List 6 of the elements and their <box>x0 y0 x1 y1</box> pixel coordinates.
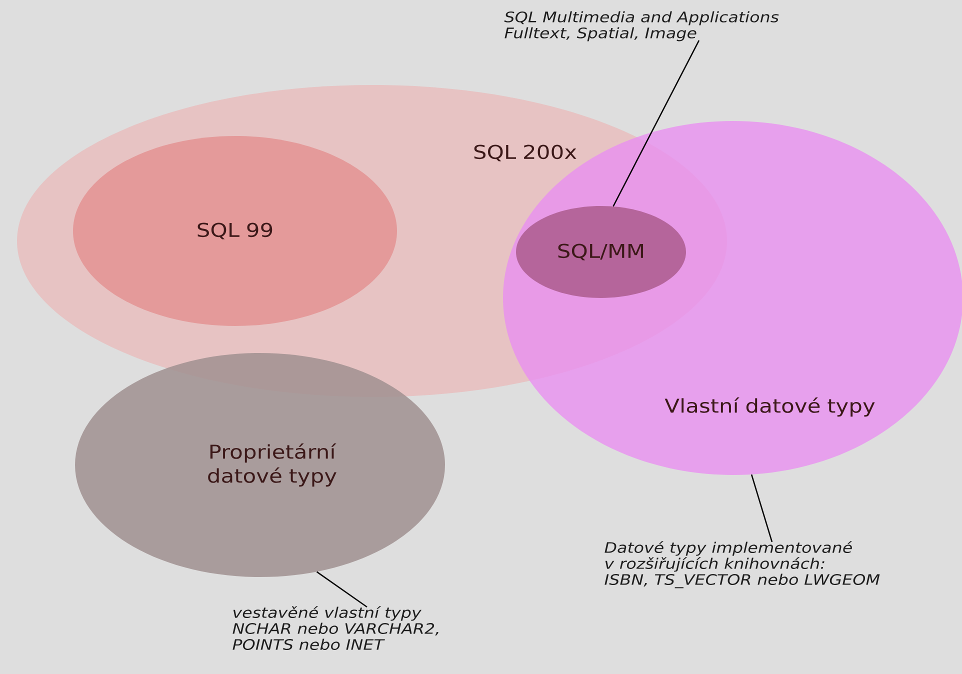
callout-text: vestavěné vlastní typy NCHAR nebo VARCHAR2, POINTS nebo INET <box>232 606 438 650</box>
callout-text: SQL Multimedia and Applications Fulltext, Spatial, Image <box>504 11 779 42</box>
leader-line <box>316 571 368 608</box>
leader-line <box>750 474 773 542</box>
leader-line <box>612 40 700 207</box>
callout-text: Datové typy implementované v rozšiřujících knihovnách: ISBN, TS_VECTOR nebo LWGEOM <box>604 541 880 588</box>
